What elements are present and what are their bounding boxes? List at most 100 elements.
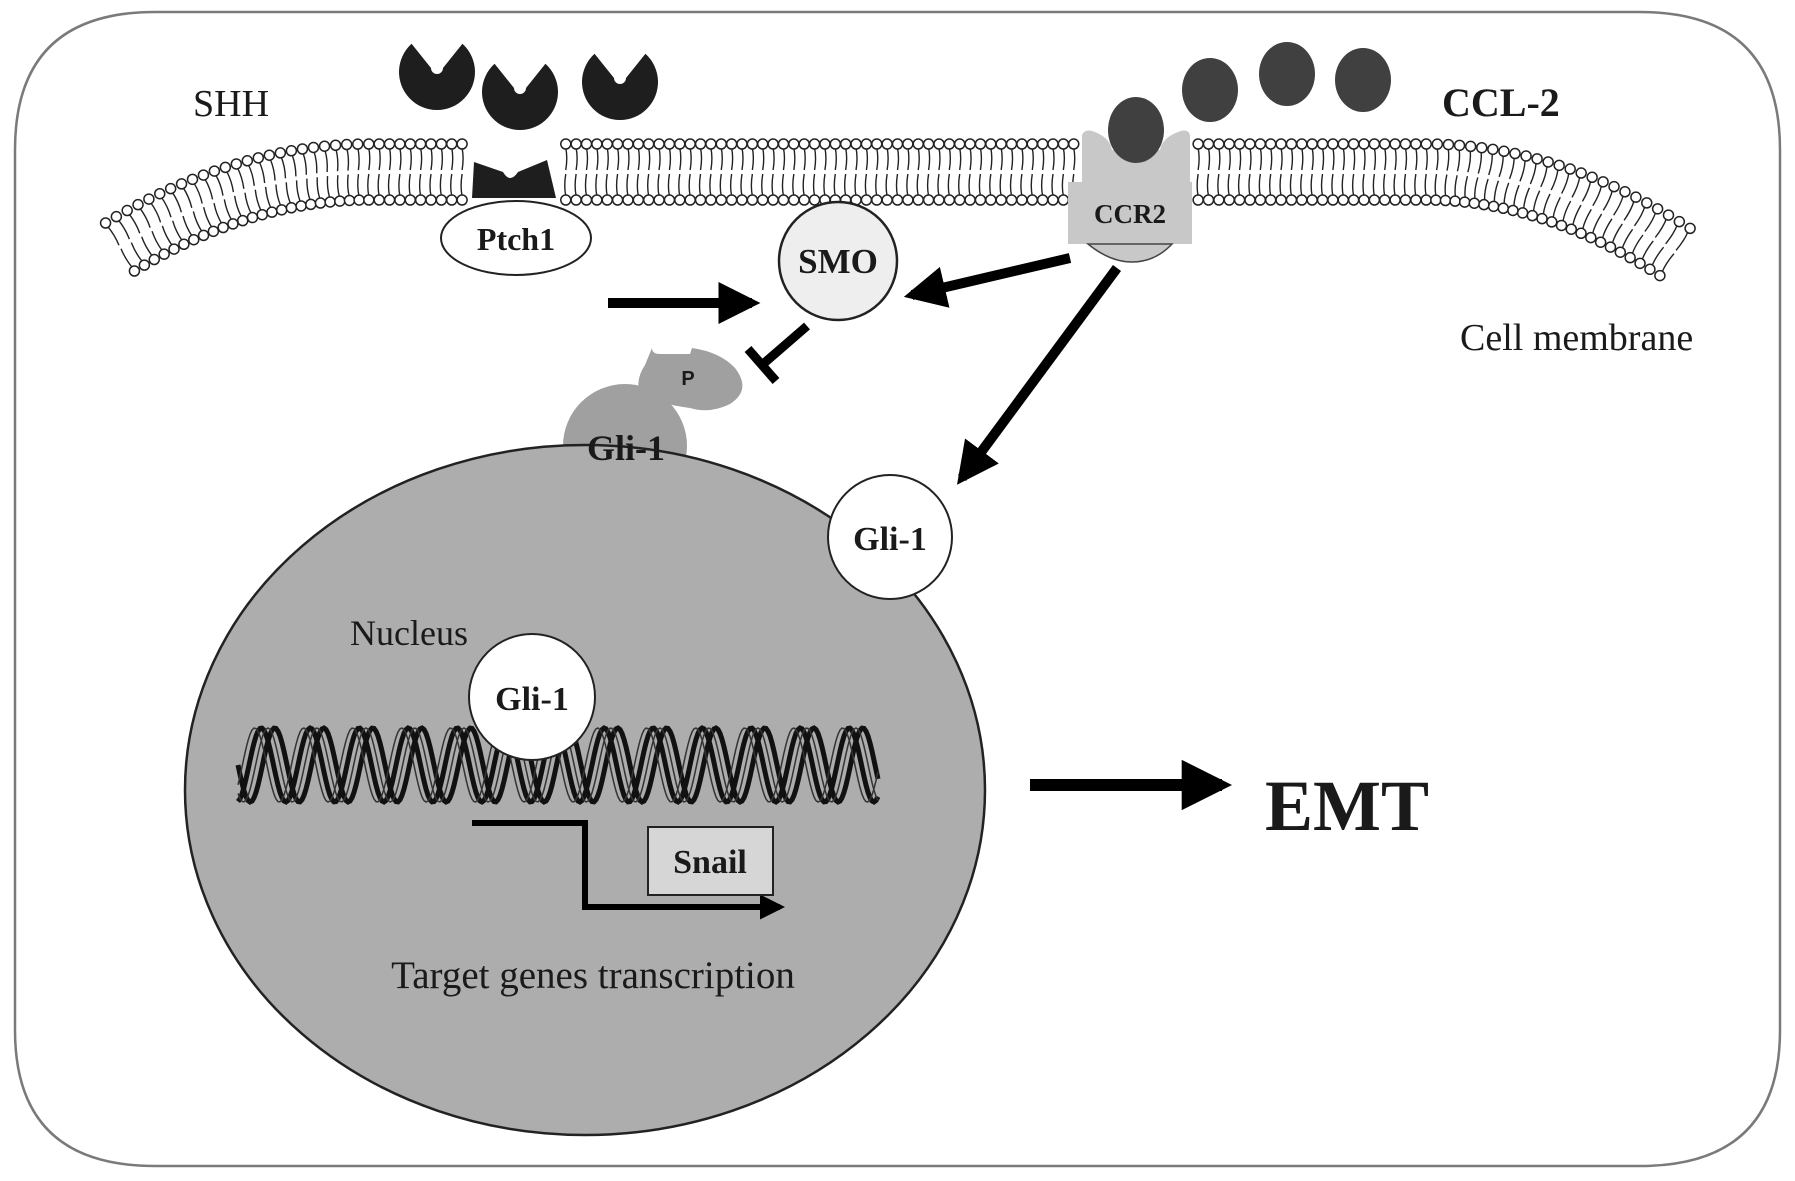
lipid-head: [839, 138, 852, 150]
lipid-tail: [295, 180, 302, 203]
lipid-head: [1575, 167, 1587, 179]
lipid-head: [1005, 194, 1018, 206]
lipid-head: [236, 214, 249, 227]
lipid-head: [663, 194, 676, 206]
lipid-head: [1327, 194, 1339, 206]
lipid-head: [694, 194, 707, 206]
lipid-head: [798, 138, 810, 150]
lipid-head: [1057, 194, 1070, 206]
lipid-tail: [182, 215, 193, 237]
lipid-head: [819, 138, 831, 150]
lipid-head: [725, 194, 738, 206]
lipid-head: [1536, 212, 1548, 225]
lipid-head: [777, 194, 790, 206]
lipid-tail: [280, 156, 287, 179]
lipid-head: [373, 138, 385, 150]
lipid-head: [168, 243, 180, 255]
lipid-head: [383, 138, 396, 150]
lipid-head: [1192, 138, 1204, 150]
lipid-head: [1389, 194, 1401, 206]
lipid-head: [1285, 194, 1298, 206]
lipid-tail: [151, 230, 163, 252]
lipid-head: [1005, 138, 1018, 150]
ccl2-ligands: [1182, 42, 1391, 122]
lipid-head: [1526, 209, 1539, 222]
lipid-head: [985, 138, 997, 150]
lipid-head: [860, 138, 873, 150]
lipid-head: [943, 194, 956, 206]
lipid-head: [246, 211, 259, 224]
lipid-head: [178, 238, 190, 251]
lipid-head: [1542, 156, 1554, 168]
gli1-cytoplasmic-node: [827, 474, 953, 600]
lipid-head: [715, 194, 728, 206]
lipid-head: [1213, 194, 1225, 206]
lipid-head: [143, 193, 155, 205]
lipid-head: [187, 233, 200, 246]
lipid-head: [373, 194, 385, 206]
lipid-head: [340, 138, 353, 151]
lipid-head: [601, 194, 613, 206]
lipid-head: [611, 138, 624, 150]
lipid-head: [1654, 269, 1666, 282]
lipid-head: [1662, 209, 1675, 221]
lipid-head: [1057, 138, 1070, 150]
ccl2-label: CCL-2: [1442, 80, 1560, 125]
lipid-head: [295, 200, 307, 212]
lipid-head: [197, 169, 210, 181]
lipid-tail: [117, 219, 131, 240]
lipid-head: [1575, 227, 1587, 240]
lipid-head: [922, 194, 935, 206]
lipid-head: [353, 194, 365, 206]
lipid-head: [767, 194, 779, 206]
lipid-head: [570, 194, 582, 206]
lipid-head: [715, 138, 728, 150]
lipid-head: [953, 194, 966, 206]
lipid-head: [1306, 194, 1318, 206]
shh-ligand-icon: [399, 43, 476, 110]
lipid-head: [1244, 138, 1256, 150]
lipid-tail: [225, 170, 235, 193]
lipid-head: [1555, 219, 1568, 232]
lipid-tail: [193, 182, 203, 204]
lipid-head: [1498, 145, 1510, 158]
lipid-head: [1410, 138, 1422, 150]
lipid-head: [653, 138, 665, 150]
lipid-head: [394, 138, 406, 150]
ptch1-receptor: [440, 160, 592, 276]
lipid-head: [756, 138, 769, 150]
lipid-head: [1378, 138, 1391, 150]
ccr2-receptor: [1068, 97, 1192, 263]
lipid-head: [445, 194, 458, 206]
lipid-head: [591, 138, 603, 150]
lipid-head: [138, 259, 151, 271]
lipid-tail: [254, 189, 262, 212]
lipid-head: [943, 138, 956, 150]
lipid-head: [1296, 194, 1308, 206]
lipid-head: [404, 194, 417, 206]
lipid-head: [1531, 153, 1543, 165]
inhibition-smo-to-gli1: [744, 322, 810, 384]
lipid-head: [227, 218, 239, 230]
lipid-head: [891, 194, 904, 206]
lipid-head: [305, 198, 317, 211]
ptch1-ellipse: [440, 200, 592, 276]
lipid-head: [128, 265, 141, 277]
lipid-head: [767, 138, 779, 150]
lipid-head: [1516, 207, 1529, 219]
lipid-head: [1213, 138, 1225, 150]
lipid-head: [705, 138, 717, 150]
lipid-head: [1347, 194, 1360, 206]
lipid-head: [435, 194, 448, 206]
lipid-head: [1634, 257, 1646, 270]
lipid-head: [445, 138, 458, 150]
lipid-head: [425, 138, 437, 150]
lipid-head: [1624, 251, 1636, 264]
lipid-head: [1597, 176, 1609, 188]
lipid-head: [1399, 138, 1412, 150]
lipid-head: [1614, 246, 1627, 258]
lipid-head: [329, 139, 342, 152]
lipid-head: [1316, 194, 1329, 206]
lipid-head: [995, 194, 1007, 206]
